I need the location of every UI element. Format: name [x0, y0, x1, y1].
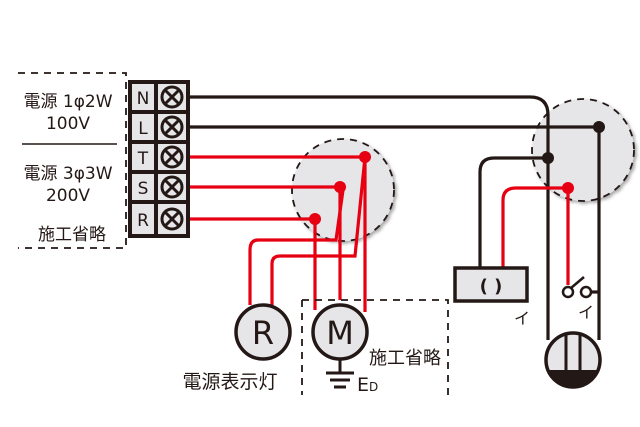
switch: イ	[561, 276, 599, 322]
switch-mark: イ	[578, 303, 594, 322]
terminal-label-l: L	[138, 119, 148, 139]
switch-contact-icon	[561, 285, 575, 299]
terminal-s: S	[132, 174, 186, 200]
black-wires	[190, 95, 605, 340]
left-construction-note: 施工省略	[38, 225, 106, 245]
junction-dot	[359, 151, 371, 163]
terminal-r: R	[132, 204, 186, 234]
terminal-label-r: R	[137, 211, 149, 231]
power-lamp-symbol: R	[252, 314, 274, 352]
receptacle-symbol: ( )	[480, 276, 503, 297]
receptacle: ( ) イ	[453, 266, 530, 328]
motor-construction-note: 施工省略	[369, 348, 441, 369]
light-fixture-icon	[544, 331, 602, 389]
terminal-label-t: T	[137, 149, 149, 169]
terminal-t: T	[132, 144, 186, 170]
junction-dot	[542, 152, 554, 164]
ground-label: ED	[357, 374, 378, 396]
junction-dot	[334, 181, 346, 193]
junction-dot	[562, 182, 574, 194]
terminal-l: L	[132, 114, 186, 140]
supply-3phase-line2: 200V	[46, 186, 90, 206]
motor-dashed-box	[301, 299, 449, 395]
supply-1phase-line2: 100V	[46, 114, 90, 134]
red-wires	[190, 151, 574, 312]
junction-dot	[309, 213, 321, 225]
motor-symbol: M	[326, 314, 354, 352]
supply-dashed-box	[18, 72, 127, 249]
terminal-n: N	[132, 84, 186, 110]
supply-3phase-line1: 電源 3φ3W	[23, 164, 112, 184]
receptacle-mark: イ	[514, 309, 530, 328]
ground-icon	[326, 371, 354, 389]
terminal-block: N L T S R	[128, 80, 190, 238]
terminal-label-n: N	[137, 89, 150, 109]
switch-contact-icon	[579, 285, 593, 299]
junction-dot	[593, 121, 605, 133]
power-lamp: R 電源表示灯	[182, 303, 292, 393]
terminal-label-s: S	[138, 179, 149, 199]
power-lamp-label: 電源表示灯	[182, 371, 277, 393]
motor: M ED 施工省略	[311, 303, 441, 396]
junction-box-right	[531, 98, 635, 202]
supply-1phase-line1: 電源 1φ2W	[23, 92, 112, 112]
